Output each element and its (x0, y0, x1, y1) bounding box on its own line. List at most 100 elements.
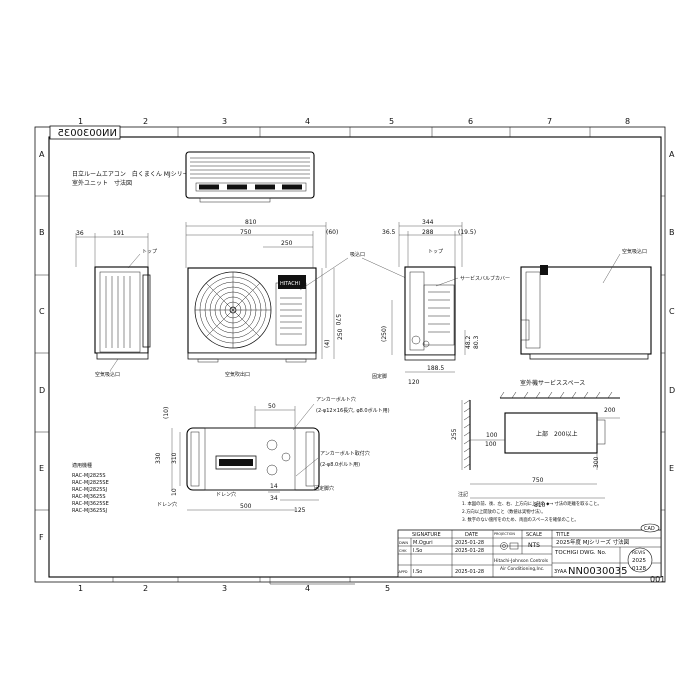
left-view-unit (94, 266, 151, 360)
col-label-8: 8 (625, 117, 630, 126)
models-list: 適用機種 RAC-MJ2825S RAC-MJ2825SE RAC-MJ2825… (72, 462, 109, 514)
note-1: 1. 本図の前、後、左、右、上方向に上記の ◆→ 寸法の距離を取ること。 (462, 500, 602, 507)
plan-view-unit (186, 427, 320, 491)
service-dim-c: 200 (604, 407, 616, 414)
plan-label-drain2: ドレン穴 (157, 501, 177, 508)
row-label-B: B (39, 228, 45, 237)
bottom-col-3: 3 (222, 584, 227, 593)
front-brand: HITACHI (280, 281, 300, 287)
tb-header-projection: PROJECTION (494, 532, 515, 536)
tb-role-chk: CHK (399, 549, 407, 553)
row-label-A: A (39, 150, 45, 159)
plan-anchor-label-1b: (2-φ12×16長穴, φ8.0ボルト用) (316, 407, 390, 414)
plan-dim-top: 50 (268, 403, 276, 410)
plan-dim-left-a: (10) (163, 407, 170, 419)
plan-dim-left-d: 10 (171, 488, 178, 496)
drawing-title-line2: 室外ユニット 寸法図 (72, 179, 132, 187)
tb-stamp-3: 0128 (632, 566, 646, 572)
side-dim-h2: 80.3 (473, 335, 480, 349)
row-label-E-right: E (669, 464, 674, 473)
side-dim-bottom-a: 188.5 (427, 365, 444, 372)
cad-badge: CAD (640, 523, 660, 533)
side-dim-b: 288 (422, 229, 434, 236)
mirrored-drawing-number: NN0030035 (58, 128, 118, 139)
plan-anchor-label-2: アンカーボルト取付穴 (320, 450, 370, 457)
side-dim-h1: (250) (381, 326, 388, 342)
tb-name-dwn: M.Oguri (413, 540, 433, 546)
service-space-title: 室外機サービススペース (520, 379, 585, 387)
mirrored-number-box (49, 125, 121, 140)
plan-anchor-label-1: アンカーボルト穴 (316, 396, 356, 403)
service-space-diagram (463, 391, 620, 470)
side-label-top: トップ (428, 249, 443, 255)
model-2: RAC-MJ2825SE (72, 480, 109, 486)
col-label-1: 1 (78, 117, 83, 126)
service-dim-e: 750 (532, 477, 544, 484)
service-dim-b: 100 (485, 441, 497, 448)
right-view-unit (520, 265, 652, 360)
plan-anchor-label-2b: (2-φ8.0ボルト用) (320, 461, 360, 468)
right-label-top: 空気吸込口 (622, 248, 647, 255)
front-view-unit: HITACHI (187, 267, 317, 363)
left-dim-lines (75, 233, 149, 267)
row-label-E: E (39, 464, 44, 473)
bottom-col-5: 5 (385, 584, 390, 593)
col-label-2: 2 (143, 117, 148, 126)
service-dim-f: 810 (534, 502, 546, 509)
tb-header-signature: SIGNATURE (412, 532, 441, 538)
left-label-bottom: 空気吸込口 (95, 371, 120, 378)
tb-title-value: 2025年度 MJシリーズ 寸法図 (556, 538, 630, 546)
note-2: 2.方向以上開放のこと（数値は実物寸法）。 (462, 508, 546, 515)
col-label-6: 6 (468, 117, 473, 126)
service-dim-d: 300 (593, 456, 600, 468)
model-4: RAC-MJ3625S (72, 494, 106, 500)
service-label-above: 上部 200以上 (536, 430, 577, 438)
front-dim-right: (60) (326, 229, 338, 236)
plan-dim-left-c: 310 (171, 452, 178, 464)
drawing-title-line1: 日立ルームエアコン 白くまくん MJシリーズ (72, 170, 194, 178)
side-dim-a: 36.5 (382, 229, 396, 236)
col-label-7: 7 (547, 117, 552, 126)
col-label-5: 5 (389, 117, 394, 126)
inner-frame (48, 136, 662, 578)
tb-stamp-1: REVIS (632, 550, 645, 556)
note-3: 3. 数字のない箇所をのため、両面のスペースを確保のこと。 (462, 516, 579, 523)
tb-company-line1: Hitachi-Johnson Controls (494, 558, 549, 564)
service-dim-lines (461, 400, 620, 499)
side-dim-bottom-b: 120 (408, 379, 420, 386)
col-label-4: 4 (305, 117, 310, 126)
column-ticks (112, 127, 591, 582)
front-label-discharge: 空気吹出口 (225, 371, 250, 378)
models-title: 適用機種 (72, 462, 92, 469)
tb-date-appd: 2025-01-28 (455, 569, 484, 575)
front-dim-body: 750 (240, 229, 252, 236)
plan-dim-lines (171, 406, 319, 511)
model-1: RAC-MJ2825S (72, 473, 106, 479)
tb-header-date: DATE (465, 532, 478, 538)
tb-scale-value: NTS (528, 542, 540, 549)
tb-name-appd: I.So (413, 569, 422, 575)
row-label-C: C (39, 307, 45, 316)
front-dimension-lines (185, 222, 335, 359)
front-dim-small: (4) (324, 340, 331, 349)
title-block (397, 529, 662, 578)
row-label-C-right: C (669, 307, 675, 316)
tb-header-title: TITLE (555, 532, 570, 538)
revision-stamp: REVIS 2025 0128 (627, 547, 653, 573)
service-dim-a: 100 (486, 432, 498, 439)
left-dim-b: 191 (113, 230, 125, 237)
tb-role-appd: APPD (399, 570, 408, 574)
plan-dim-left-b: 330 (155, 452, 162, 464)
bottom-center-marker (269, 577, 355, 585)
tb-date-chk: 2025-01-28 (455, 548, 484, 554)
tb-role-dwn: DWN (399, 541, 408, 545)
tb-company-line2: Air Conditioning,Inc. (500, 566, 544, 572)
plan-label-drain: ドレン穴 (216, 491, 236, 498)
col-label-3: 3 (222, 117, 227, 126)
front-dim-overall: 810 (245, 219, 257, 226)
notes: 注記 1. 本図の前、後、左、右、上方向に上記の ◆→ 寸法の距離を取ること。 … (458, 491, 602, 523)
bottom-col-4: 4 (305, 584, 310, 593)
tb-cad: CAD (644, 526, 655, 532)
front-label-suction: 吸込口 (350, 251, 365, 258)
row-ticks (35, 195, 665, 511)
